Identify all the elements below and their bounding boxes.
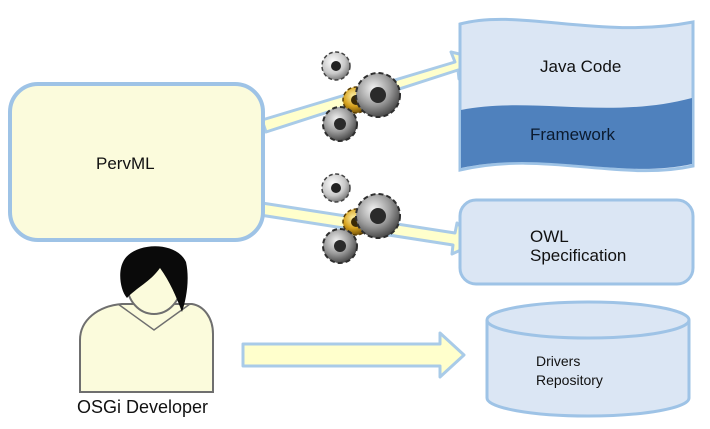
pervml-label: PervML <box>96 154 155 173</box>
drivers-label-line2: Repository <box>536 372 603 388</box>
arrow-developer-to-drivers <box>241 331 466 379</box>
developer-label: OSGi Developer <box>77 397 209 417</box>
owl-node <box>458 198 695 286</box>
owl-label-line1: OWL <box>530 227 569 246</box>
framework-band <box>461 98 692 169</box>
pervml-node <box>8 82 265 242</box>
drivers-repository-cylinder <box>485 300 691 418</box>
person-icon <box>79 246 214 393</box>
gear-icon <box>321 173 401 264</box>
java-code-label: Java Code <box>540 57 622 76</box>
gear-icon <box>321 51 401 142</box>
framework-label: Framework <box>530 125 616 144</box>
owl-label-line2: Specification <box>530 246 627 265</box>
java-framework-document <box>458 17 695 173</box>
drivers-label-line1: Drivers <box>536 353 581 369</box>
